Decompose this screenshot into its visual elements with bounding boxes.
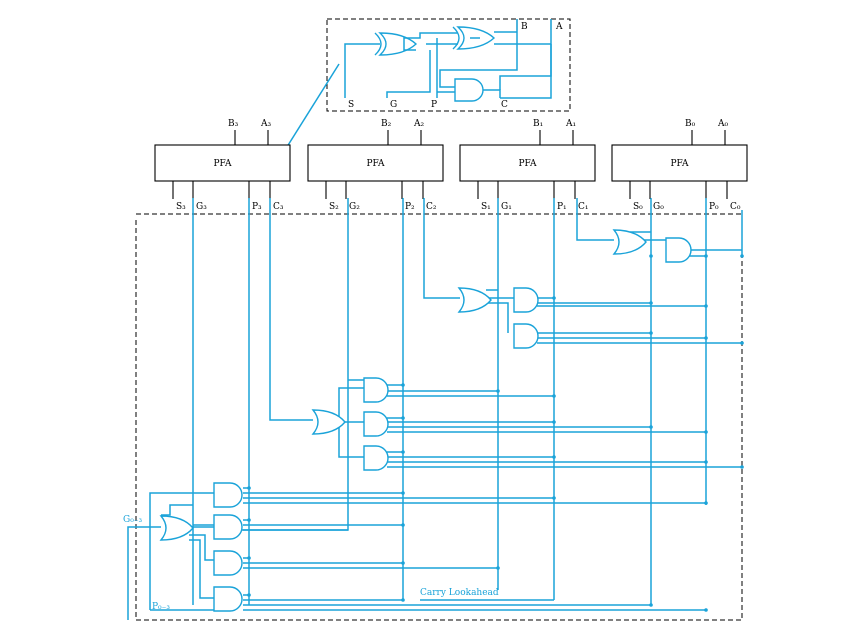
pfa-output-label: P₂ <box>405 202 415 212</box>
inset-output-g: G <box>390 100 397 110</box>
and-gate <box>363 445 389 471</box>
pfa-output-label: C₀ <box>730 202 741 212</box>
pfa-output-label: G₁ <box>501 202 512 212</box>
pfa-input-label: A₁ <box>565 119 576 129</box>
pfa-box <box>154 144 291 182</box>
pfa-block: PFA B₀ A₀ S₀ G₀ P₀ C₀ <box>611 119 748 212</box>
and-gate <box>454 78 484 102</box>
pfa-output-label: P₃ <box>252 202 262 212</box>
pfa-input-label: A₃ <box>260 119 271 129</box>
or-gate <box>457 287 492 313</box>
junction-dots <box>247 254 744 612</box>
pfa-box <box>611 144 748 182</box>
pfa-output-label: P₁ <box>557 202 567 212</box>
carry-lookahead-label: Carry Lookahead <box>420 588 499 598</box>
inset-input-b: B <box>521 22 528 32</box>
pfa-label: PFA <box>366 159 385 169</box>
inset-output-p: P <box>431 100 437 110</box>
and-gate <box>513 287 539 313</box>
lookahead-boundary <box>135 220 743 621</box>
or-gate <box>159 515 194 541</box>
pfa-input-label: B₀ <box>685 119 696 129</box>
and-gate <box>213 514 243 540</box>
and-gate <box>363 411 389 437</box>
and-gate <box>213 550 243 576</box>
pfa-output-label: G₂ <box>349 202 360 212</box>
inset-full-adder: B A S G P C <box>326 18 571 112</box>
lookahead-wiring <box>127 198 743 620</box>
and-gate <box>513 323 539 349</box>
pfa-output-label: C₂ <box>426 202 437 212</box>
pfa-label: PFA <box>518 159 537 169</box>
and-gate <box>213 482 243 508</box>
pfa-input-label: B₂ <box>381 119 392 129</box>
pfa-box <box>307 144 444 182</box>
pfa-block: PFA B₁ A₁ S₁ G₁ P₁ C₁ <box>459 119 596 212</box>
inset-boundary <box>326 18 571 112</box>
inset-output-s: S <box>348 100 354 110</box>
pfa-label: PFA <box>670 159 689 169</box>
pfa-input-label: B₁ <box>533 119 543 129</box>
pfa-label: PFA <box>213 159 232 169</box>
and-gate <box>363 377 389 403</box>
pfa-box <box>459 144 596 182</box>
pfa-input-label: A₀ <box>717 119 728 129</box>
lookahead-gates <box>159 229 692 612</box>
pfa-input-label: A₂ <box>413 119 424 129</box>
pfa-output-label: C₁ <box>578 202 589 212</box>
inset-pointer-line <box>279 63 340 159</box>
pfa-output-label: P₀ <box>709 202 719 212</box>
pfa-block: PFA B₂ A₂ S₂ G₂ P₂ C₂ <box>307 119 444 212</box>
inset-input-a: A <box>555 22 563 32</box>
pfa-output-label: S₀ <box>633 202 643 212</box>
pfa-block: PFA B₃ A₃ S₃ G₃ P₃ C₃ <box>154 119 291 212</box>
pfa-output-label: G₃ <box>196 202 207 212</box>
xor-gate <box>374 32 418 56</box>
pfa-output-label: C₃ <box>273 202 284 212</box>
pfa-output-label: S₂ <box>329 202 339 212</box>
and-gate <box>213 586 243 612</box>
pfa-output-label: S₃ <box>176 202 186 212</box>
inset-output-c: C <box>501 100 508 110</box>
pfa-input-label: B₃ <box>228 119 239 129</box>
group-generate-label: G₀₋₃ <box>123 515 143 525</box>
group-propagate-label: P₀₋₃ <box>152 602 170 612</box>
and-gate <box>665 237 692 263</box>
or-gate <box>311 409 346 435</box>
pfa-output-label: S₁ <box>481 202 491 212</box>
pfa-output-label: G₀ <box>653 202 664 212</box>
or-gate <box>612 229 647 255</box>
